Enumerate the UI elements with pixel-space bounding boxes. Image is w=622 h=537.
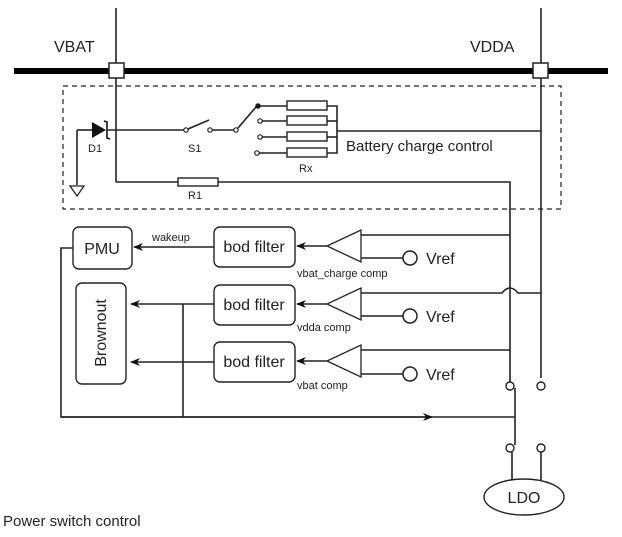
resistor-array-rx — [254, 100, 541, 158]
vref-2-label: Vref — [426, 309, 455, 326]
s1-label: S1 — [188, 143, 201, 155]
comp-2-label: vdda comp — [297, 322, 351, 334]
comparator-3 — [325, 343, 362, 379]
bod-filter-3-label: bod filter — [223, 354, 285, 371]
switch-s1 — [183, 106, 257, 133]
rx-label: Rx — [299, 163, 313, 175]
comparator-2 — [325, 286, 362, 322]
power-switch-control-line — [60, 247, 515, 421]
ldo-block — [483, 478, 565, 516]
channel-vdda: bod filter Vref vdda comp — [130, 284, 541, 334]
vdda-junction — [532, 62, 549, 79]
bod-filter-2-label: bod filter — [223, 297, 285, 314]
comp-1-label: vbat_charge comp — [297, 268, 388, 280]
vref-2-icon — [402, 308, 418, 324]
channel-vbat: bod filter Vref vbat comp — [130, 341, 510, 392]
diode-d1 — [76, 120, 185, 185]
d1-label: D1 — [88, 143, 102, 155]
pmu-label: PMU — [84, 241, 120, 258]
bod-filter-1-label: bod filter — [223, 239, 285, 256]
ground-icon — [68, 185, 86, 198]
ldo-label: LDO — [508, 490, 541, 507]
vdda-label: VDDA — [470, 39, 515, 56]
charge-control-region — [62, 85, 562, 210]
bod-filter-2 — [213, 284, 296, 326]
brownout-label: Brownout — [93, 299, 110, 367]
comparator-1 — [325, 228, 362, 264]
resistor-r1 — [116, 177, 511, 390]
vbat-label: VBAT — [54, 39, 95, 56]
channel-vbat-charge: bod filter wakeup Vref vbat_charge comp — [133, 226, 510, 280]
r1-label: R1 — [188, 190, 202, 202]
comp-3-label: vbat comp — [297, 380, 348, 392]
wakeup-label: wakeup — [151, 232, 190, 244]
vbat-junction — [108, 62, 125, 79]
vref-1-icon — [402, 250, 418, 266]
charge-control-title: Battery charge control — [346, 138, 493, 155]
vref-3-icon — [402, 366, 418, 382]
vref-3-label: Vref — [426, 367, 455, 384]
vref-1-label: Vref — [426, 251, 455, 268]
brownout-block — [75, 282, 127, 385]
caption: Power switch control — [3, 513, 141, 530]
ldo-switch — [505, 381, 546, 480]
